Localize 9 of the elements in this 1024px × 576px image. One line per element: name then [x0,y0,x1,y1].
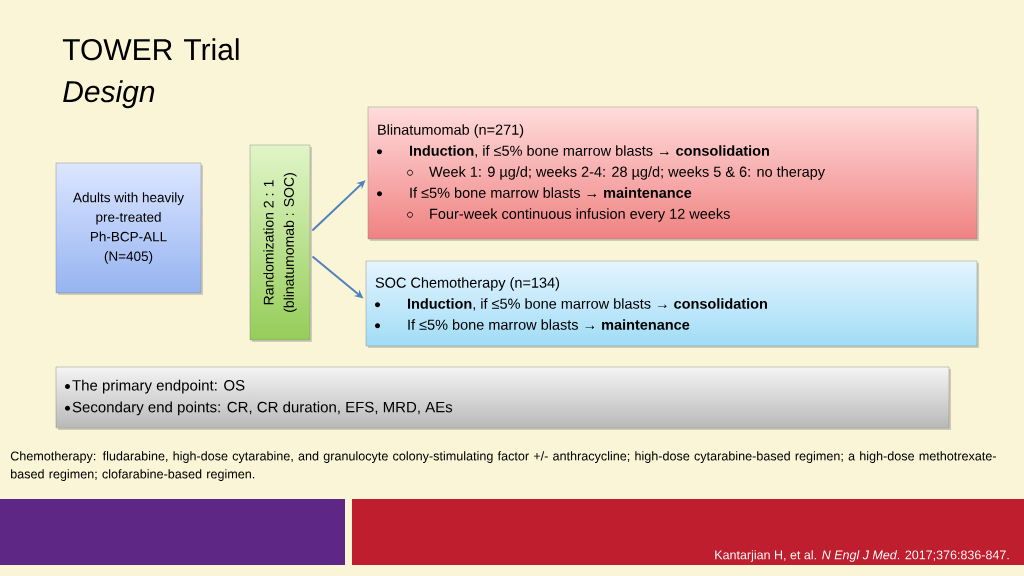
footnote: Chemotherapy: fludarabine, high-dose cytarabine, and granulocyte colony-stimulating factor +/- anthracycline; high-dose cytarabine-based regimen; a high-dose methotrexate-based regimen; clofarabine-based regimen. [10,451,996,481]
title: TOWER Trial Design [62,38,239,109]
arrow [311,180,366,232]
population-box: Adults with heavily pre-treated Ph-BCP-ALL (N=405) [55,162,203,295]
treatment-arm-box: Blinatumomab (n=271) Induction, if ≤5% bone marrow blasts → consolidation Week 1: 9 µg/d; weeks 2-4: 28 µg/d; weeks 5 & 6: no therapy If ≤5% bone marrow blasts → maintenance Four-week continuous infusion every 12 weeks [367,106,979,241]
treatment-arm-box: SOC Chemotherapy (n=134) Induction, if ≤5% bone marrow blasts → consolidation If ≤5% bone marrow blasts → maintenance [365,260,979,348]
citation: Kantarjian H, et al. N Engl J Med. 2017;376:836-847. [715,550,1009,562]
randomization-box: Randomization 2 : 1 (blinatumomab : SOC) [249,144,312,342]
endpoint-box: The primary endpoint: OS Secondary end points: CR, CR duration, EFS, MRD, AEs [55,366,951,430]
